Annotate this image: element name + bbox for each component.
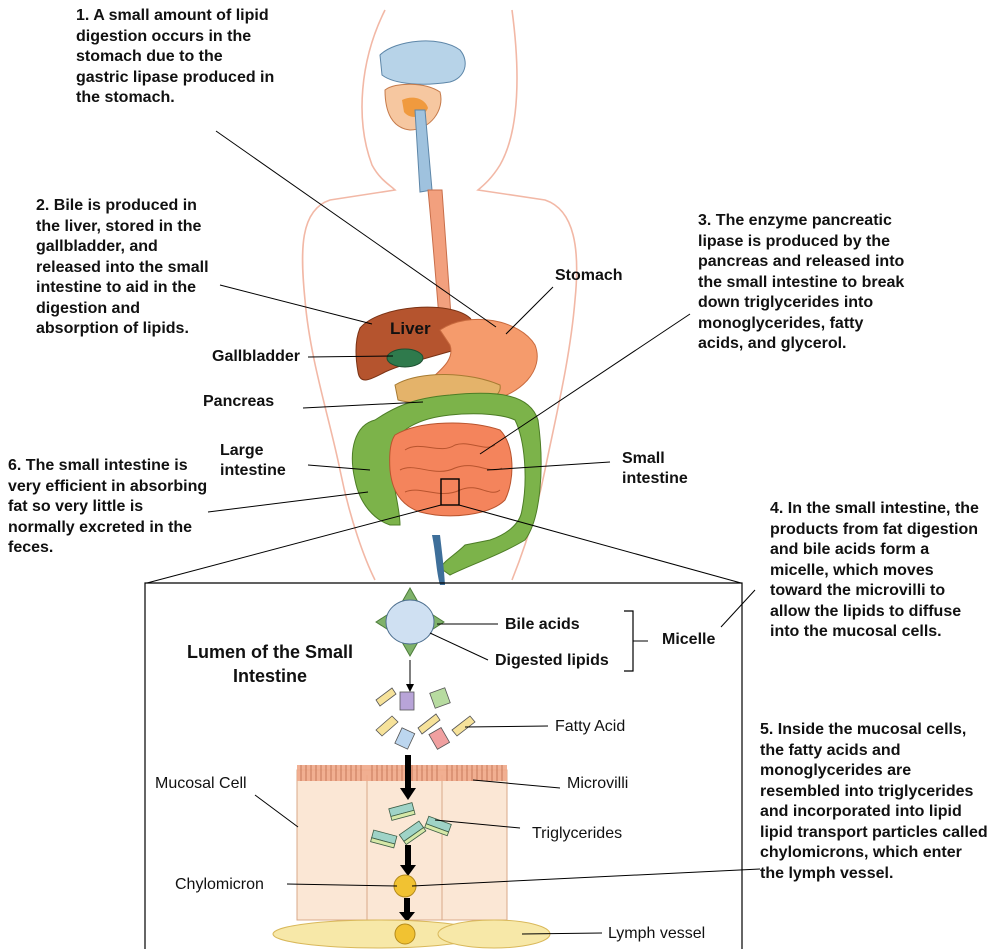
label-pancreas: Pancreas [203, 393, 275, 410]
label-stomach: Stomach [555, 267, 623, 284]
label-bile-acids: Bile acids [505, 616, 580, 633]
zoom-line-left [146, 504, 442, 584]
label-digested-lipids: Digested lipids [495, 652, 609, 669]
inset-frame [144, 582, 743, 949]
lumen-title: Lumen of the Small Intestine [170, 640, 370, 688]
zoom-line-right [458, 504, 742, 584]
head-structures [379, 40, 466, 193]
label-small-intestine-line1: Small [622, 450, 665, 467]
label-micelle: Micelle [662, 631, 716, 648]
note-6: 6. The small intestine is very efficient… [8, 457, 208, 556]
note-5: 5. Inside the mucosal cells, the fatty a… [760, 721, 988, 882]
label-chylomicron: Chylomicron [175, 876, 264, 893]
label-liver: Liver [390, 319, 431, 338]
gallbladder-shape [386, 348, 424, 368]
label-small-intestine-line2: intestine [622, 470, 688, 487]
micelle-bracket [624, 610, 634, 672]
note-3: 3. The enzyme pancreatic lipase is produ… [698, 212, 905, 352]
body-outline [301, 9, 578, 581]
liver-shape [355, 306, 475, 381]
note-2: 2. Bile is produced in the liver, stored… [36, 197, 209, 337]
label-mucosal-cell: Mucosal Cell [155, 775, 247, 792]
absorption-arrows [399, 755, 416, 922]
microvilli-graphic [300, 765, 503, 781]
label-large-intestine-line2: intestine [220, 462, 286, 479]
triglyceride-pieces [370, 802, 452, 849]
note-4: 4. In the small intestine, the products … [770, 500, 979, 640]
fatty-acid-pieces [375, 687, 476, 750]
lymph-vessel-graphic [272, 919, 551, 949]
micelle-graphic [375, 586, 445, 658]
rectum-shape [432, 535, 445, 585]
micelle-arrowhead [406, 684, 414, 692]
label-microvilli: Microvilli [567, 775, 629, 792]
zoom-box [440, 478, 460, 506]
mucosal-cells [296, 765, 508, 921]
label-gallbladder: Gallbladder [212, 348, 301, 365]
leader-lines [207, 130, 761, 935]
large-intestine-shape [351, 392, 542, 576]
note-1: 1. A small amount of lipid digestion occ… [76, 7, 275, 106]
label-large-intestine-line1: Large [220, 442, 264, 459]
lumen-title-line1: Lumen of the Small [186, 642, 354, 662]
label-fatty-acid: Fatty Acid [555, 718, 626, 735]
lumen-title-line2: Intestine [232, 666, 307, 686]
label-lymph-vessel: Lymph vessel [608, 925, 706, 942]
label-triglycerides: Triglycerides [532, 825, 623, 842]
